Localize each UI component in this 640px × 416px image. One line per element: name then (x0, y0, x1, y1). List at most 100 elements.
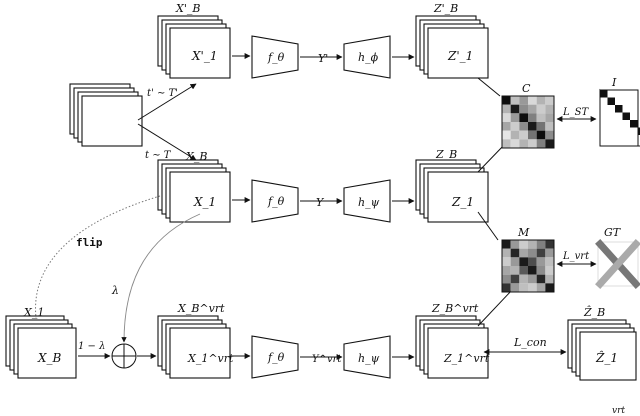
encoder-bot (251, 335, 299, 379)
m-matrix-cell (528, 274, 537, 284)
label-f-theta-mid: f_θ (267, 195, 285, 208)
arrow-to-xb (137, 123, 197, 161)
c-matrix-cell (536, 122, 546, 131)
label-f-theta-top: f_θ (267, 51, 285, 64)
c-matrix-cell (528, 122, 537, 131)
projector-top (343, 35, 391, 79)
m-matrix-cell (536, 274, 546, 284)
m-matrix-cell (502, 257, 511, 266)
label-z1-prime: Z'_1 (447, 49, 473, 63)
label-lambda: λ (111, 284, 119, 297)
m-matrix-cell (545, 240, 554, 249)
identity-matrix (599, 88, 640, 147)
c-matrix-cell (545, 130, 554, 140)
label-flip: flip (76, 236, 103, 249)
projector-bot (343, 335, 391, 379)
label-loss-vrt: L_vrt (562, 251, 590, 262)
m-matrix-cell (510, 248, 520, 258)
line-z-to-c (477, 143, 506, 173)
m-matrix-cell (528, 257, 537, 266)
m-matrix-cell (510, 283, 520, 292)
label-loss-st: L_ST (562, 107, 589, 118)
label-y: Y (316, 196, 325, 209)
m-matrix-cell (536, 240, 546, 249)
label-y-vrt: Y^vrt (312, 354, 342, 365)
m-matrix-cell (536, 257, 546, 266)
label-z1: Z_1 (451, 195, 474, 209)
flipped-batch-stack (5, 315, 77, 379)
virtual-batch-stack (157, 315, 231, 379)
similarity-matrix-c (501, 95, 555, 149)
c-matrix-border (501, 95, 555, 149)
c-matrix-cell (536, 113, 546, 122)
c-matrix-cell (519, 139, 528, 148)
c-matrix-cell (510, 130, 520, 140)
m-matrix-cell (528, 240, 537, 249)
flip-curve (35, 195, 161, 319)
label-x1-vrt: X_1^vrt (187, 352, 234, 365)
line-zvrt-to-m (477, 289, 513, 327)
label-zb-vrt: Z_B^vrt (431, 302, 479, 315)
c-matrix-cell (528, 113, 537, 122)
label-gt-matrix: GT (604, 226, 622, 239)
augmented-batch-prime-stack (157, 15, 231, 79)
label-t-dist: t ∼ T (145, 150, 172, 161)
c-matrix-cell (502, 113, 511, 122)
m-matrix-border (501, 239, 555, 293)
line-z-to-m (477, 211, 499, 241)
m-matrix-cell (545, 274, 554, 284)
c-matrix-cell (545, 139, 554, 148)
label-corner-mark: vrt (612, 406, 625, 416)
m-matrix-cell (528, 283, 537, 292)
label-zb-prime: Z'_B (433, 2, 458, 15)
m-matrix-cell (519, 257, 528, 266)
m-matrix-cell (510, 274, 520, 284)
c-matrix-cell (545, 104, 554, 114)
m-matrix-cell (519, 266, 528, 275)
m-matrix-cell (519, 248, 528, 258)
label-h-psi-mid: h_ψ (358, 196, 380, 209)
label-h-psi-bot: h_ψ (358, 352, 380, 365)
c-matrix-cell (545, 113, 554, 122)
c-matrix-cell (519, 130, 528, 140)
label-loss-con: L_con (513, 336, 547, 349)
m-matrix-cell (545, 283, 554, 292)
m-matrix-cell (502, 248, 511, 258)
label-xb-prime: X'_B (175, 2, 200, 15)
c-matrix-cell (502, 139, 511, 148)
c-matrix-cell (536, 139, 546, 148)
m-matrix-cell (510, 257, 520, 266)
c-matrix-cell (519, 122, 528, 131)
c-matrix-cell (519, 104, 528, 114)
m-matrix-cell (545, 266, 554, 275)
line-zprime-to-c (477, 77, 501, 97)
m-matrix-cell (519, 283, 528, 292)
target-embedding-stack (567, 319, 637, 381)
c-matrix-cell (519, 96, 528, 105)
c-matrix-cell (528, 104, 537, 114)
m-matrix-cell (519, 274, 528, 284)
arrow-to-xb-prime (137, 83, 197, 121)
m-matrix-cell (545, 248, 554, 258)
m-matrix-cell (502, 240, 511, 249)
label-h-phi: h_ϕ (358, 51, 379, 64)
label-z-hat-b: Ẑ_B (583, 305, 605, 319)
c-matrix-cell (528, 96, 537, 105)
projector-mid (343, 179, 391, 223)
c-matrix-cell (502, 130, 511, 140)
embedding-prime-stack (415, 15, 489, 79)
encoder-top (251, 35, 299, 79)
m-matrix-cell (545, 257, 554, 266)
c-matrix-cell (510, 104, 520, 114)
m-matrix-cell (510, 240, 520, 249)
encoder-mid (251, 179, 299, 223)
lambda-curve (121, 213, 201, 343)
input-batch-stack (69, 83, 143, 147)
identity-diagonal-cell (630, 120, 638, 128)
identity-diagonal-cell (615, 105, 623, 113)
label-z1-vrt: Z_1^vrt (443, 352, 490, 365)
c-matrix-cell (519, 113, 528, 122)
m-matrix-cell (536, 283, 546, 292)
